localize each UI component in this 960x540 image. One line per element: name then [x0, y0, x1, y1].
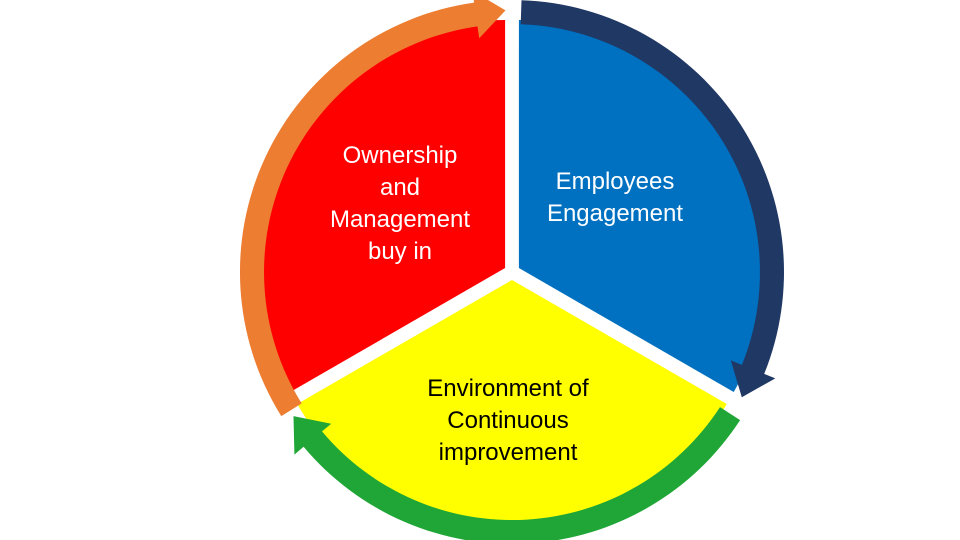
ownership-label-line: Management: [329, 206, 471, 233]
environment-label: Environment of Continuous improvement: [398, 373, 618, 469]
environment-label-line: improvement: [438, 439, 578, 466]
employees-cycle-arrow: [520, 0, 784, 398]
employees-label: Employees Engagement: [515, 166, 715, 230]
employees-label-line: Employees: [555, 168, 675, 195]
segment-environment-wedge: [297, 280, 727, 529]
environment-label-line: Environment of: [427, 375, 589, 402]
ownership-label-line: Ownership: [342, 142, 458, 169]
ownership-label-line: buy in: [367, 238, 433, 265]
employees-label-line: Engagement: [546, 200, 684, 227]
environment-cycle-arrow: [293, 407, 741, 540]
ownership-label: Ownership and Management buy in: [300, 140, 500, 268]
ownership-cycle-arrow: [239, 0, 506, 417]
ownership-label-line: and: [379, 174, 421, 201]
environment-label-line: Continuous: [447, 407, 569, 434]
